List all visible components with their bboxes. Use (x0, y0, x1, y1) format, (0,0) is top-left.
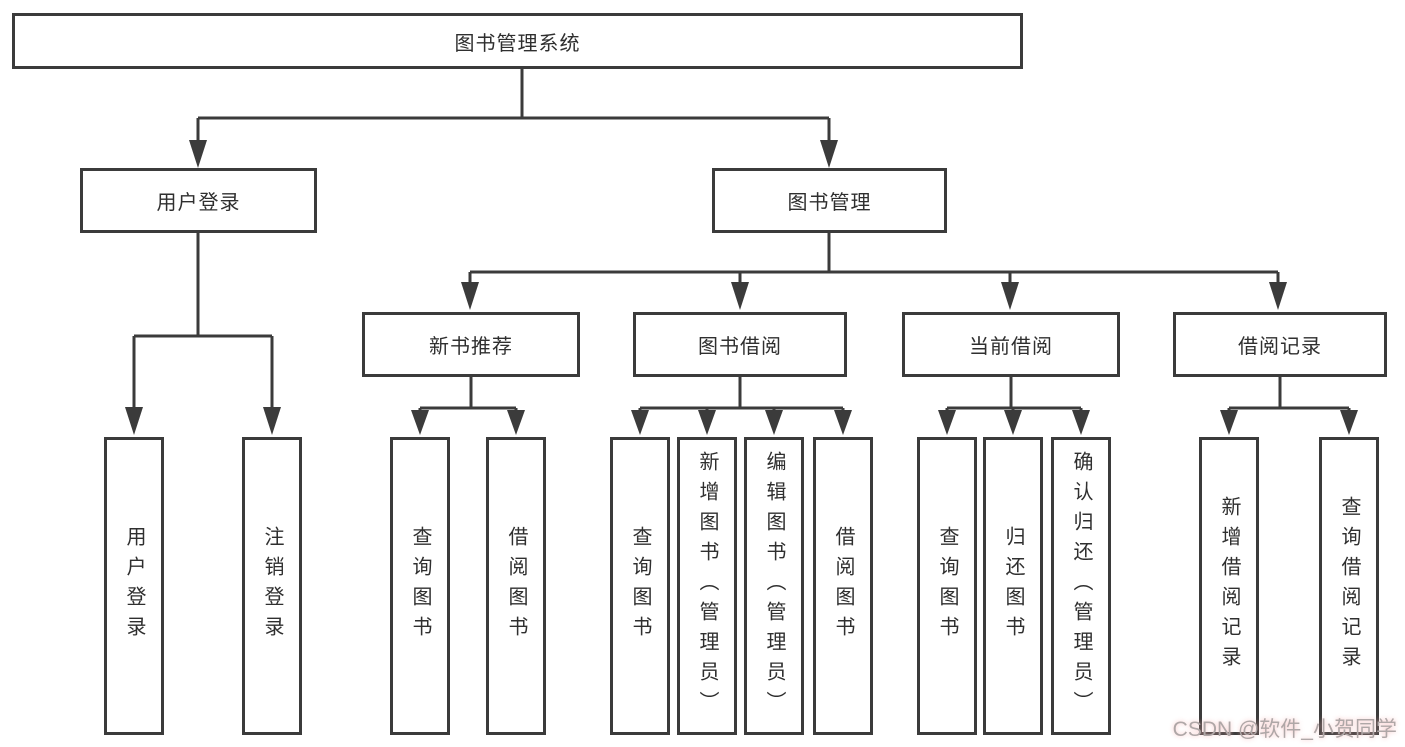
leaf-query-books-current: 查询图书 (917, 437, 977, 735)
arrowhead (938, 410, 956, 435)
leaf-borrow-books-recommend: 借阅图书 (486, 437, 546, 735)
leaf-label: 编辑图书（管理员） (763, 451, 785, 721)
connector-borrow-records-children (1227, 377, 1351, 412)
node-label: 图书管理 (787, 192, 872, 214)
connector-book-borrow-children (638, 377, 845, 412)
connector-user-login-children (132, 233, 274, 409)
node-root-library-management-system: 图书管理系统 (12, 13, 1023, 69)
node-label: 新书推荐 (429, 336, 513, 358)
node-label: 图书借阅 (698, 336, 782, 358)
node-label: 当前借阅 (969, 336, 1053, 358)
leaf-query-books-recommend: 查询图书 (390, 437, 450, 735)
leaf-label: 新增借阅记录 (1218, 496, 1240, 676)
node-book-borrow: 图书借阅 (633, 312, 847, 377)
leaf-label: 借阅图书 (832, 526, 854, 646)
leaf-label: 查询借阅记录 (1338, 496, 1360, 676)
leaf-query-borrow-record: 查询借阅记录 (1319, 437, 1379, 735)
arrowhead (461, 282, 479, 310)
csdn-watermark: CSDN @软件_小贺同学 (1172, 718, 1397, 741)
arrowhead (731, 282, 749, 310)
connector-new-book-recommend-children (418, 377, 518, 412)
arrowhead (189, 140, 207, 168)
connector-root-to-level1 (196, 69, 831, 142)
arrowhead (698, 410, 716, 435)
connector-book-management-children (468, 233, 1280, 284)
arrowhead (411, 410, 429, 435)
node-label: 用户登录 (156, 192, 241, 214)
leaf-label: 归还图书 (1002, 526, 1024, 646)
node-borrow-records: 借阅记录 (1173, 312, 1387, 377)
arrowhead (1004, 410, 1022, 435)
connector-current-borrow-children (945, 377, 1083, 412)
leaf-label: 查询图书 (936, 526, 958, 646)
node-label: 图书管理系统 (454, 32, 581, 55)
leaf-label: 新增图书（管理员） (696, 451, 718, 721)
arrowhead (631, 410, 649, 435)
node-label: 借阅记录 (1238, 336, 1322, 358)
arrowhead (1072, 410, 1090, 435)
arrowhead (765, 410, 783, 435)
leaf-borrow-books: 借阅图书 (813, 437, 873, 735)
leaf-label: 查询图书 (629, 526, 651, 646)
leaf-label: 借阅图书 (505, 526, 527, 646)
node-book-management: 图书管理 (712, 168, 947, 233)
node-user-login: 用户登录 (80, 168, 317, 233)
leaf-confirm-return-admin: 确认归还（管理员） (1051, 437, 1111, 735)
node-current-borrow: 当前借阅 (902, 312, 1120, 377)
leaf-query-books-borrow: 查询图书 (610, 437, 670, 735)
arrowhead (507, 410, 525, 435)
arrowhead (834, 410, 852, 435)
leaf-edit-book-admin: 编辑图书（管理员） (744, 437, 804, 735)
leaf-logout: 注销登录 (242, 437, 302, 735)
arrowhead (1220, 410, 1238, 435)
leaf-label: 查询图书 (409, 526, 431, 646)
arrowhead (125, 407, 143, 435)
leaf-label: 确认归还（管理员） (1070, 451, 1092, 721)
arrowhead (263, 407, 281, 435)
leaf-add-book-admin: 新增图书（管理员） (677, 437, 737, 735)
leaf-user-login: 用户登录 (104, 437, 164, 735)
node-new-book-recommend: 新书推荐 (362, 312, 580, 377)
arrowhead (1340, 410, 1358, 435)
leaf-label: 用户登录 (123, 526, 145, 646)
arrowhead (820, 140, 838, 168)
arrowhead (1269, 282, 1287, 310)
leaf-label: 注销登录 (261, 526, 283, 646)
leaf-add-borrow-record: 新增借阅记录 (1199, 437, 1259, 735)
leaf-return-book: 归还图书 (983, 437, 1043, 735)
arrowhead (1001, 282, 1019, 310)
